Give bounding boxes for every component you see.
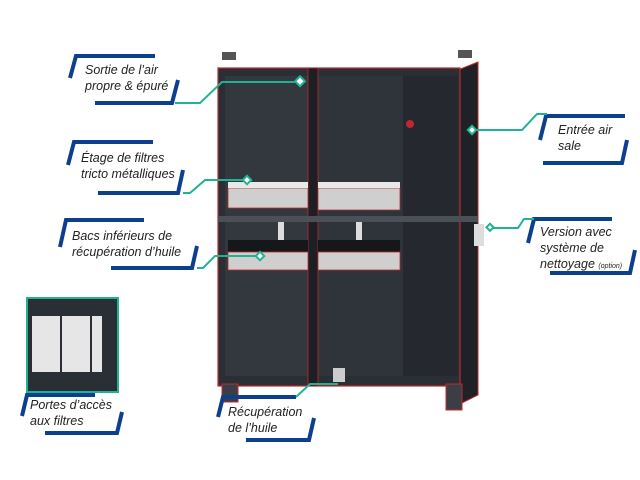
label-line: propre & épuré <box>85 79 169 93</box>
filter-tray <box>227 187 309 209</box>
label-air-inlet: Entrée air sale <box>558 122 612 154</box>
label-filter-stage: Étage de filtres tricto métalliques <box>81 150 175 182</box>
oil-tray <box>227 251 309 271</box>
label-line: récupération d’huile <box>72 245 182 259</box>
label-line: système de <box>540 241 604 255</box>
filter-tray <box>317 187 401 211</box>
label-line: Portes d’accès <box>30 398 112 412</box>
label-air-outlet: Sortie de l’air propre & épuré <box>85 62 168 94</box>
label-line: tricto métalliques <box>81 167 175 181</box>
label-text: nettoyage <box>540 257 595 271</box>
lifting-lug <box>222 52 236 60</box>
leader-lines <box>175 74 547 398</box>
label-line: aux filtres <box>30 414 84 428</box>
option-note: (option) <box>598 263 623 270</box>
label-line: Version avec <box>540 225 612 239</box>
label-brackets <box>20 54 637 442</box>
oil-drain <box>333 368 345 382</box>
label-oil-recovery: Récupération de l’huile <box>228 404 302 436</box>
oil-tray <box>317 251 401 271</box>
label-line: nettoyage (option) <box>540 256 622 275</box>
label-line: sale <box>558 139 581 153</box>
label-line: Sortie de l’air <box>85 63 158 77</box>
label-oil-trays: Bacs inférieurs de récupération d’huile <box>72 228 181 260</box>
label-cleaning-version: Version avec système de nettoyage (optio… <box>540 224 622 275</box>
label-line: Entrée air <box>558 123 613 137</box>
label-access-doors: Portes d’accès aux filtres <box>30 397 112 429</box>
label-line: Étage de filtres <box>81 151 165 165</box>
lifting-lug <box>458 50 472 58</box>
label-line: de l’huile <box>228 421 278 435</box>
label-line: Récupération <box>228 405 303 419</box>
cleaning-unit <box>474 224 484 246</box>
label-line: Bacs inférieurs de <box>72 229 173 243</box>
